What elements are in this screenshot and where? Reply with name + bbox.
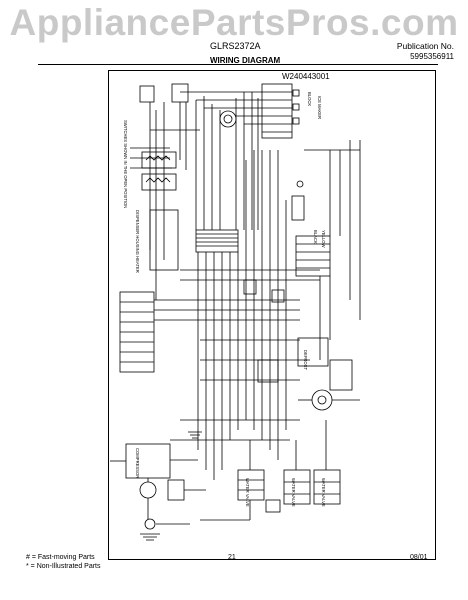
svg-text:BLOCK: BLOCK bbox=[307, 92, 312, 106]
diagram-number: W240443001 bbox=[282, 72, 330, 81]
switch-2 bbox=[171, 83, 189, 103]
fan-motor bbox=[311, 389, 333, 411]
publication-date: 08/01 bbox=[410, 554, 428, 561]
rotated-labels: SWITCHES SHOWN IN THE OPEN POSITION BLOC… bbox=[123, 92, 326, 507]
legend-fast-moving: # = Fast-moving Parts bbox=[26, 554, 95, 561]
publication-number: 5995356911 bbox=[410, 52, 454, 61]
svg-text:DEFROST: DEFROST bbox=[303, 350, 308, 370]
connector-block-right bbox=[295, 235, 331, 277]
switch-1 bbox=[139, 85, 155, 103]
connector-strip-center bbox=[195, 229, 239, 253]
publication-label: Publication No. bbox=[396, 41, 454, 51]
svg-text:ICE MAKER: ICE MAKER bbox=[317, 96, 322, 119]
compressor bbox=[125, 443, 171, 479]
switch-array-2 bbox=[141, 173, 177, 191]
header-rule bbox=[38, 64, 438, 65]
svg-text:SWITCHES SHOWN IN THE OPEN POS: SWITCHES SHOWN IN THE OPEN POSITION bbox=[123, 120, 128, 208]
model-number: GLRS2372A bbox=[210, 41, 261, 51]
legend-non-illustrated: * = Non-Illustrated Parts bbox=[26, 563, 101, 570]
switch-array-1 bbox=[141, 151, 177, 169]
valve-connector-1 bbox=[237, 469, 265, 501]
svg-text:COMPRESSOR: COMPRESSOR bbox=[135, 448, 140, 478]
svg-text:WATER VALVE: WATER VALVE bbox=[245, 478, 250, 507]
page-number: 21 bbox=[228, 554, 236, 561]
ice-module bbox=[291, 195, 305, 221]
watermark-logo: AppliancePartsPros.com bbox=[9, 2, 459, 43]
relay-center bbox=[257, 359, 279, 383]
svg-text:YELLOW: YELLOW bbox=[321, 230, 326, 248]
valve-connector-2 bbox=[283, 469, 311, 505]
svg-text:WATER VALVE: WATER VALVE bbox=[291, 478, 296, 507]
svg-text:DISPENSER HOUSING HEATER: DISPENSER HOUSING HEATER bbox=[135, 210, 140, 273]
svg-text:WATER VALVE: WATER VALVE bbox=[321, 478, 326, 507]
connector-block-top bbox=[261, 83, 293, 139]
diagram-frame bbox=[108, 70, 436, 560]
diagram-title: WIRING DIAGRAM bbox=[210, 56, 281, 65]
control-knob bbox=[219, 110, 237, 128]
dispenser-housing-heater bbox=[149, 209, 179, 271]
valve-connector-3 bbox=[313, 469, 341, 505]
svg-text:BLACK: BLACK bbox=[313, 230, 318, 244]
defrost-heater bbox=[297, 337, 329, 367]
defrost-timer bbox=[329, 359, 353, 391]
condenser-fan bbox=[139, 481, 157, 499]
